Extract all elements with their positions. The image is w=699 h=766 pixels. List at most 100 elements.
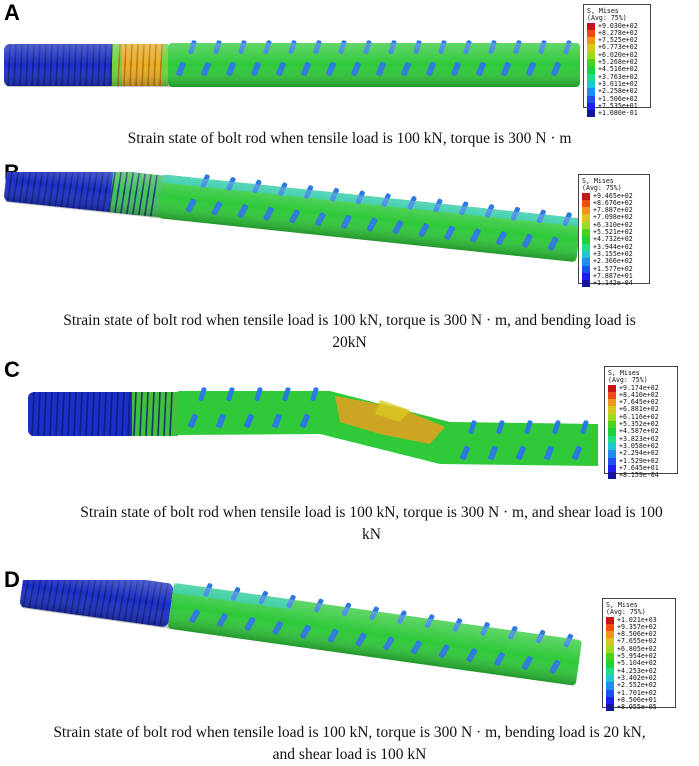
legend-row: +7.645e+02 (608, 398, 674, 407)
legend-scale: +9.030e+02+8.278e+02+7.525e+02+6.773e+02… (587, 22, 647, 118)
legend-row: +8.159e-04 (608, 471, 674, 480)
legend-swatch (582, 280, 590, 288)
legend-swatch (587, 88, 595, 96)
legend-swatch (608, 457, 616, 465)
caption-b: Strain state of bolt rod when tensile lo… (0, 310, 699, 354)
legend-swatch (608, 421, 616, 429)
legend-value: +1.080e-01 (598, 109, 638, 118)
legend-swatch (606, 689, 614, 697)
legend-value: +1.506e+02 (598, 94, 638, 103)
legend-row: +6.805e+02 (606, 645, 672, 654)
legend-swatch (587, 22, 595, 30)
bolt-rod-figure-d (19, 580, 582, 686)
legend-swatch (608, 450, 616, 458)
bolt-rod-figure-b (3, 172, 581, 262)
legend-swatch (606, 653, 614, 661)
legend-value: +3.155e+02 (593, 249, 633, 258)
legend-value: +1.701e+02 (617, 688, 657, 697)
legend-row: +9.174e+02 (608, 384, 674, 392)
legend-title: S, Mises (608, 369, 640, 377)
legend-row: +6.020e+02 (587, 50, 647, 60)
legend-row: +8.278e+02 (587, 28, 647, 38)
legend-swatch (606, 667, 614, 675)
legend-swatch (582, 265, 590, 273)
legend-swatch (582, 258, 590, 266)
legend-value: +2.366e+02 (593, 257, 633, 266)
legend-row: +5.268e+02 (587, 58, 647, 67)
caption-d: Strain state of bolt rod when tensile lo… (0, 722, 699, 766)
legend-swatch (606, 696, 614, 705)
legend-row: +8.506e+02 (606, 630, 672, 639)
caption-line: Strain state of bolt rod when tensile lo… (63, 312, 636, 329)
legend-row: +7.098e+02 (582, 213, 646, 222)
legend-row: +1.080e-01 (587, 109, 647, 118)
legend-value: +8.676e+02 (593, 198, 633, 207)
high-stress-zone (335, 396, 445, 444)
legend-value: +6.020e+02 (598, 50, 638, 59)
legend-swatch (606, 623, 614, 632)
legend-subtitle: (Avg: 75%) (587, 14, 627, 23)
legend-swatch (606, 616, 614, 624)
legend-swatch (587, 66, 595, 74)
legend-value: +8.278e+02 (598, 28, 638, 37)
legend-value: +1.142e-04 (593, 279, 633, 288)
legend-value: +7.887e+01 (593, 271, 633, 280)
legend-row: +2.258e+02 (587, 87, 647, 96)
legend-row: +7.655e+02 (606, 638, 672, 646)
legend-swatch (608, 428, 616, 436)
legend-value: +4.732e+02 (593, 235, 633, 244)
panel-letter-d: D (4, 567, 20, 592)
legend-swatch (606, 638, 614, 646)
stress-legend-a: S, Mises (Avg: 75%) +9.030e+02+8.278e+02… (583, 4, 651, 118)
legend-value: +8.506e+01 (617, 695, 657, 704)
legend-swatch (606, 704, 614, 712)
legend-swatch (608, 442, 616, 451)
legend-swatch (587, 102, 595, 111)
legend-value: +7.098e+02 (593, 213, 633, 222)
legend-row: +4.732e+02 (582, 235, 646, 244)
legend-value: +9.465e+02 (593, 191, 633, 200)
bolt-rod-figure-a (4, 40, 580, 87)
legend-row: +3.011e+02 (587, 80, 647, 89)
caption-line: and shear load is 100 kN (272, 746, 427, 763)
legend-swatch (582, 272, 590, 281)
legend-row: +3.058e+02 (608, 442, 674, 451)
legend-row: +8.055e-05 (606, 703, 672, 712)
legend-swatch (606, 682, 614, 690)
legend-value: +2.552e+02 (617, 681, 657, 690)
high-stress-zone-2 (375, 400, 410, 422)
legend-value: +7.645e+02 (619, 398, 659, 407)
legend-swatch (582, 207, 590, 215)
legend-swatch (582, 250, 590, 259)
legend-value: +7.645e+01 (619, 463, 659, 472)
legend-row: +8.410e+02 (608, 391, 674, 400)
legend-value: +6.310e+02 (593, 220, 633, 229)
legend-scale: +9.465e+02+8.676e+02+7.887e+02+7.098e+02… (582, 191, 646, 288)
legend-value: +4.587e+02 (619, 427, 659, 436)
legend-swatch (587, 95, 595, 103)
legend-swatch (582, 214, 590, 222)
legend-value: +6.881e+02 (619, 405, 659, 414)
legend-row: +1.701e+02 (606, 688, 672, 697)
legend-value: +2.258e+02 (598, 87, 638, 96)
legend-title: S, Mises (582, 177, 614, 185)
legend-swatch (608, 472, 616, 480)
legend-value: +4.516e+02 (598, 65, 638, 74)
legend-row: +4.587e+02 (608, 427, 674, 436)
bolt-rod-figure-c (28, 387, 598, 466)
legend-value: +7.535e+01 (598, 101, 638, 110)
legend-swatch (582, 236, 590, 244)
legend-row: +7.645e+01 (608, 463, 674, 473)
legend-subtitle: (Avg: 75%) (608, 376, 648, 385)
legend-swatch (608, 384, 616, 392)
legend-value: +6.773e+02 (598, 43, 638, 52)
caption-c: Strain state of bolt rod when tensile lo… (22, 502, 699, 546)
legend-row: +6.773e+02 (587, 43, 647, 52)
legend-row: +2.552e+02 (606, 681, 672, 690)
caption-line: 20kN (332, 334, 367, 351)
legend-row: +1.529e+02 (608, 457, 674, 465)
legend-title: S, Mises (587, 7, 619, 15)
legend-swatch (587, 80, 595, 89)
legend-row: +7.887e+02 (582, 206, 646, 215)
legend-row: +1.142e-04 (582, 279, 646, 288)
